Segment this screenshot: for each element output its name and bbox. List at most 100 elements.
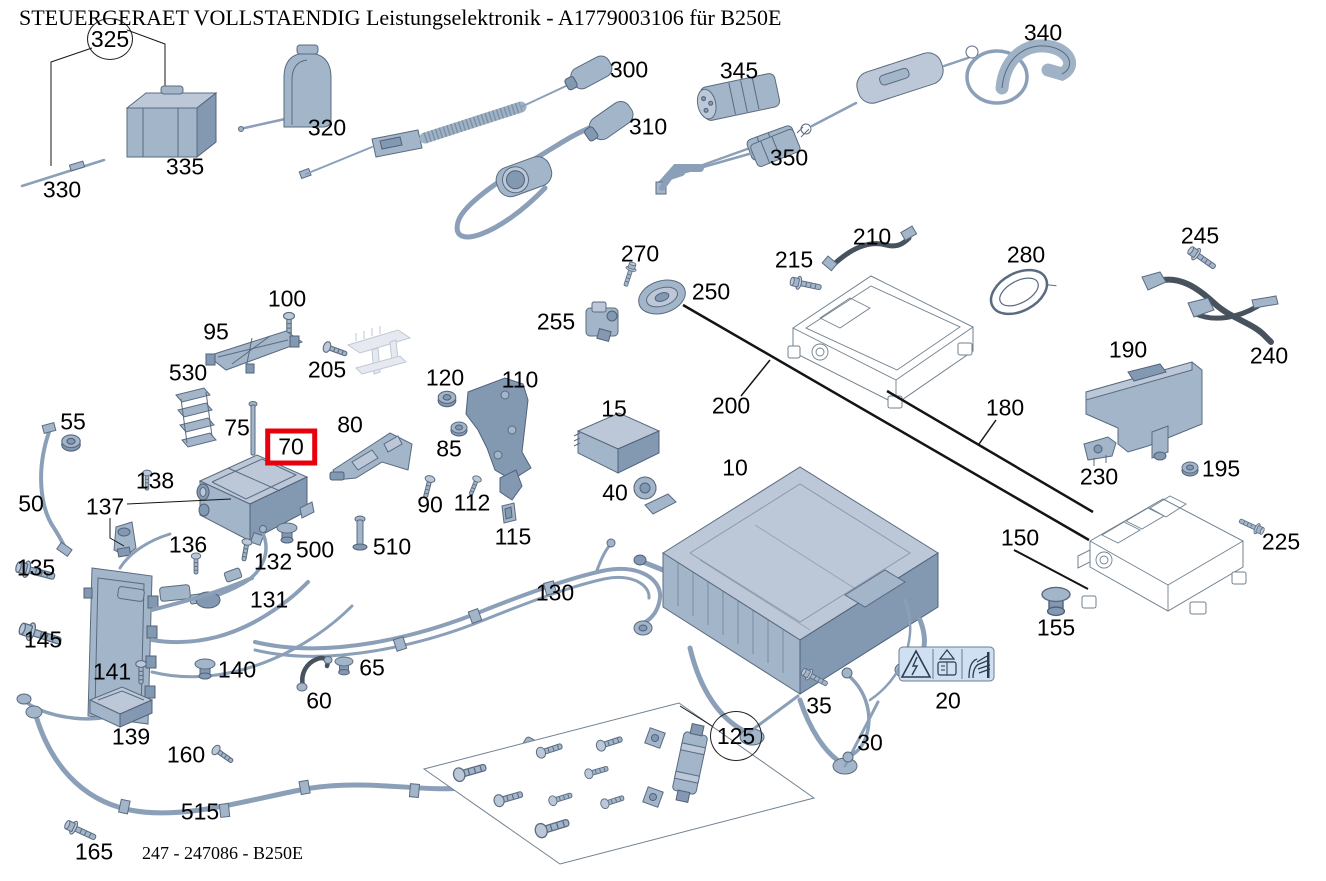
part-label-35[interactable]: 35	[806, 692, 832, 719]
part-label-139[interactable]: 139	[111, 723, 151, 750]
part-250-cover	[638, 279, 686, 315]
part-label-125[interactable]: 125	[710, 711, 762, 761]
part-190-bracket	[1085, 361, 1203, 461]
part-label-160[interactable]: 160	[166, 741, 206, 768]
part-label-132[interactable]: 132	[253, 548, 293, 575]
part-150-unit-outline	[1077, 495, 1247, 615]
part-335-case	[125, 85, 218, 159]
part-label-245[interactable]: 245	[1180, 222, 1220, 249]
part-label-210[interactable]: 210	[852, 223, 892, 250]
part-label-65[interactable]: 65	[359, 654, 385, 681]
part-110-bracket	[465, 377, 532, 501]
part-label-330[interactable]: 330	[42, 176, 82, 203]
part-label-320[interactable]: 320	[307, 114, 347, 141]
part-label-15[interactable]: 15	[601, 395, 627, 422]
part-label-55[interactable]: 55	[60, 408, 86, 435]
high-voltage-icon	[900, 649, 932, 678]
part-label-90[interactable]: 90	[417, 491, 443, 518]
part-label-131[interactable]: 131	[249, 586, 289, 613]
part-label-85[interactable]: 85	[436, 435, 462, 462]
part-label-230[interactable]: 230	[1079, 463, 1119, 490]
part-label-145[interactable]: 145	[23, 626, 63, 653]
part-label-155[interactable]: 155	[1036, 614, 1076, 641]
part-label-280[interactable]: 280	[1006, 241, 1046, 268]
part-label-70[interactable]: 70	[265, 428, 317, 466]
part-label-255[interactable]: 255	[536, 308, 576, 335]
part-95-bracket	[205, 330, 304, 374]
part-240-cable	[1141, 271, 1279, 345]
part-15-module	[573, 412, 661, 474]
part-label-136[interactable]: 136	[168, 531, 208, 558]
part-510-bolt	[352, 515, 368, 551]
part-label-510[interactable]: 510	[372, 533, 412, 560]
part-350-cable	[655, 126, 810, 195]
part-label-112[interactable]: 112	[453, 489, 491, 516]
part-label-141[interactable]: 141	[92, 658, 132, 685]
ghost-bracket	[346, 326, 412, 375]
part-60-tube	[296, 655, 333, 692]
part-label-115[interactable]: 115	[494, 523, 532, 550]
part-label-200[interactable]: 200	[711, 392, 751, 419]
part-137-bracket	[113, 521, 137, 558]
part-label-130[interactable]: 130	[535, 579, 575, 606]
part-label-10[interactable]: 10	[722, 454, 748, 481]
part-230-bracket	[1083, 436, 1117, 466]
part-label-190[interactable]: 190	[1108, 336, 1148, 363]
part-label-500[interactable]: 500	[295, 536, 335, 563]
part-139-module	[88, 686, 154, 728]
part-280-seal-ring	[989, 268, 1057, 316]
part-255-unit	[585, 301, 619, 342]
part-label-345[interactable]: 345	[719, 57, 759, 84]
part-label-165[interactable]: 165	[74, 838, 114, 865]
part-label-137[interactable]: 137	[85, 493, 125, 520]
part-label-75[interactable]: 75	[224, 414, 250, 441]
part-label-30[interactable]: 30	[857, 729, 883, 756]
caution-icon	[938, 649, 956, 660]
part-label-240[interactable]: 240	[1249, 342, 1289, 369]
part-label-20[interactable]: 20	[935, 687, 961, 714]
part-75-bolt	[248, 401, 258, 456]
part-label-300[interactable]: 300	[609, 56, 649, 83]
part-label-95[interactable]: 95	[203, 318, 229, 345]
part-label-135[interactable]: 135	[16, 554, 56, 581]
part-330-rod	[20, 158, 106, 188]
part-label-180[interactable]: 180	[985, 394, 1025, 421]
part-label-270[interactable]: 270	[620, 240, 660, 267]
part-label-60[interactable]: 60	[306, 687, 332, 714]
part-200-unit-outline	[787, 275, 974, 409]
part-345-connector	[696, 73, 781, 121]
part-label-530[interactable]: 530	[168, 359, 208, 386]
part-label-80[interactable]: 80	[337, 411, 363, 438]
part-label-195[interactable]: 195	[1201, 455, 1241, 482]
part-label-40[interactable]: 40	[602, 479, 628, 506]
diagram-footer-code: 247 - 247086 - B250E	[142, 843, 303, 863]
part-label-205[interactable]: 205	[307, 356, 347, 383]
diagram-title: STEUERGERAET VOLLSTAENDIG Leistungselekt…	[19, 5, 782, 30]
part-label-150[interactable]: 150	[1000, 524, 1040, 551]
part-label-138[interactable]: 138	[135, 467, 175, 494]
part-label-335[interactable]: 335	[165, 153, 205, 180]
part-30-strap	[841, 667, 871, 763]
part-label-50[interactable]: 50	[18, 490, 44, 517]
part-label-110[interactable]: 110	[501, 366, 539, 393]
part-label-215[interactable]: 215	[774, 246, 814, 273]
part-label-350[interactable]: 350	[769, 144, 809, 171]
part-label-340[interactable]: 340	[1023, 19, 1063, 46]
part-50-cable	[39, 421, 73, 557]
part-label-310[interactable]: 310	[628, 113, 668, 140]
part-label-120[interactable]: 120	[425, 364, 465, 391]
part-label-100[interactable]: 100	[267, 285, 307, 312]
part-300-charge-cable	[298, 55, 613, 180]
part-label-325[interactable]: 325	[87, 18, 133, 60]
part-label-515[interactable]: 515	[180, 798, 220, 825]
part-210-hose	[821, 225, 918, 272]
part-label-225[interactable]: 225	[1261, 528, 1301, 555]
glove-hand-icon	[968, 655, 991, 679]
part-label-250[interactable]: 250	[691, 278, 731, 305]
part-label-140[interactable]: 140	[217, 656, 257, 683]
part-80-bracket	[329, 432, 413, 481]
leader-lines	[109, 303, 1094, 727]
